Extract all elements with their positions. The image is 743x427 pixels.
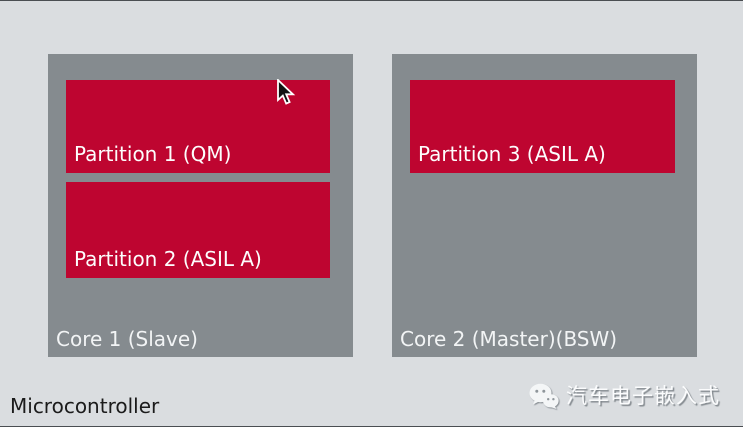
core-1-label: Core 1 (Slave) bbox=[56, 327, 198, 351]
watermark-text: 汽车电子嵌入式 bbox=[566, 384, 720, 408]
wechat-icon bbox=[529, 383, 559, 409]
core-2-label: Core 2 (Master)(BSW) bbox=[400, 327, 618, 351]
partition-2-box: Partition 2 (ASIL A) bbox=[66, 182, 330, 278]
microcontroller-title: Microcontroller bbox=[10, 394, 160, 418]
partition-2-label: Partition 2 (ASIL A) bbox=[74, 247, 262, 271]
partition-3-box: Partition 3 (ASIL A) bbox=[410, 80, 675, 173]
partition-1-label: Partition 1 (QM) bbox=[74, 142, 232, 166]
partition-3-label: Partition 3 (ASIL A) bbox=[418, 142, 606, 166]
top-divider-line bbox=[0, 0, 743, 1]
core-2-box: Partition 3 (ASIL A) Core 2 (Master)(BSW… bbox=[392, 54, 697, 357]
partition-1-box: Partition 1 (QM) bbox=[66, 80, 330, 173]
watermark: 汽车电子嵌入式 bbox=[529, 383, 720, 410]
core-1-box: Partition 1 (QM) Partition 2 (ASIL A) Co… bbox=[48, 54, 353, 357]
